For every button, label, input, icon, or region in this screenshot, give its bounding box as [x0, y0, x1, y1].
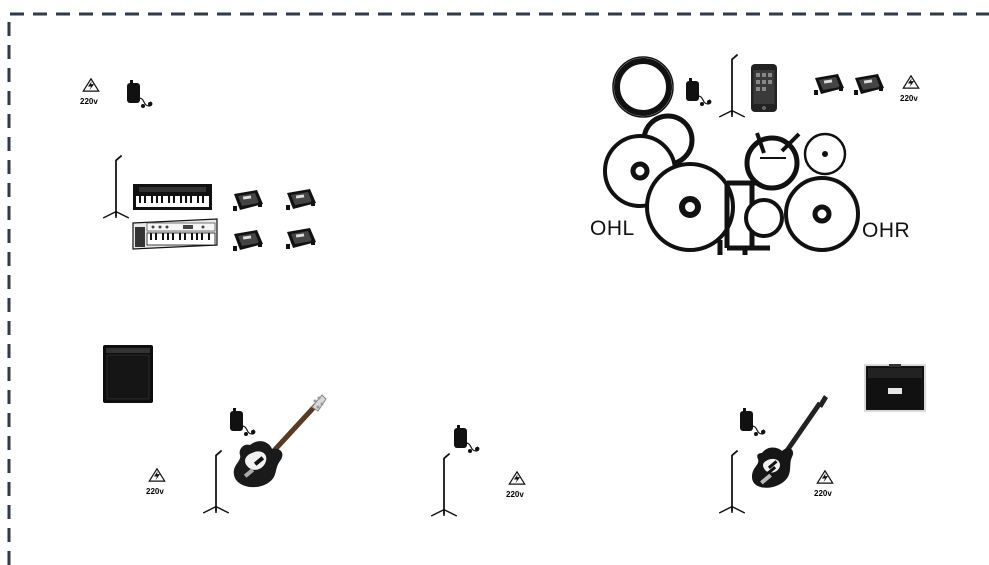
voltage-label: 220v	[814, 489, 832, 498]
synth-icon	[132, 218, 218, 250]
voltage-label: 220v	[146, 487, 164, 496]
power-outlet-icon	[814, 470, 836, 490]
overhead-left-label: OHL	[590, 217, 635, 240]
bass-guitar-icon	[233, 394, 327, 488]
iem-pack-icon	[125, 80, 155, 110]
drums-power-outlet: 220v	[900, 75, 926, 103]
mic-stand-icon	[716, 443, 748, 519]
overhead-right-label: OHR	[862, 219, 911, 242]
voltage-label: 220v	[506, 490, 524, 499]
power-outlet-icon	[146, 468, 168, 488]
drum-kit-icon	[603, 56, 860, 255]
monitor-wedge-icon	[852, 72, 886, 96]
guitar-power-outlet: 220v	[814, 470, 840, 498]
electric-guitar-icon	[752, 395, 828, 488]
iem-pack-icon	[684, 78, 714, 108]
monitor-wedge-icon	[284, 187, 318, 211]
guitar-amp-icon	[864, 364, 926, 412]
mic-stand-icon	[428, 446, 460, 522]
monitor-wedge-icon	[812, 72, 846, 96]
mic-stand-icon	[716, 47, 748, 123]
center-power-outlet: 220v	[506, 471, 532, 499]
voltage-label: 220v	[900, 94, 918, 103]
bass-amp-icon	[103, 345, 153, 403]
monitor-wedge-icon	[231, 188, 265, 212]
keys-power-outlet: 220v	[80, 78, 106, 106]
power-outlet-icon	[900, 75, 922, 95]
mic-stand-icon	[200, 443, 232, 519]
monitor-wedge-icon	[231, 228, 265, 252]
voltage-label: 220v	[80, 97, 98, 106]
mic-stand-icon	[100, 148, 132, 224]
keyboard-icon	[133, 184, 212, 210]
phone-icon	[751, 64, 777, 112]
power-outlet-icon	[80, 78, 102, 98]
monitor-wedge-icon	[284, 226, 318, 250]
bass-power-outlet: 220v	[146, 468, 172, 496]
power-outlet-icon	[506, 471, 528, 491]
